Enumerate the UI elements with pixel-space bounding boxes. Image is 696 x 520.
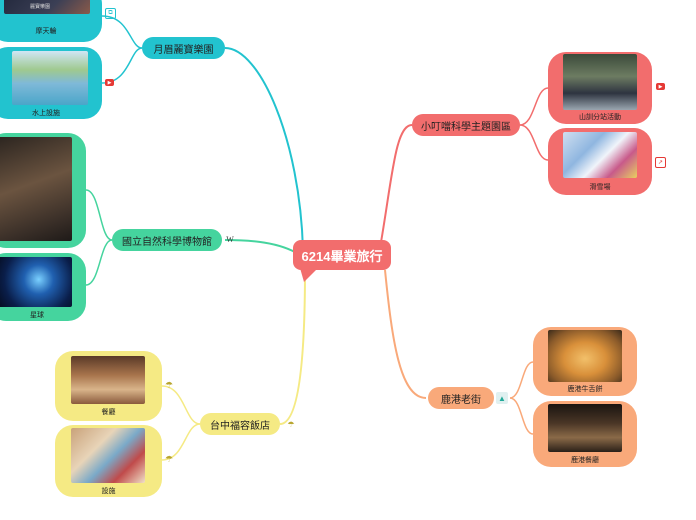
card-ski-slope[interactable]: 滑雪場 xyxy=(548,128,652,195)
card-caption: 水上設施 xyxy=(32,110,60,117)
planet-image xyxy=(0,257,72,307)
facilities-image xyxy=(71,428,145,483)
card-caption: 星球 xyxy=(30,312,44,319)
topic-yuemei[interactable]: 月眉麗寶樂園 xyxy=(142,37,225,59)
restaurant-image xyxy=(71,356,145,404)
card-caption: 滑雪場 xyxy=(589,184,611,191)
wikipedia-icon[interactable]: W xyxy=(226,234,234,244)
card-caption: 鹿港牛舌餅 xyxy=(567,386,603,393)
card-dinosaur[interactable] xyxy=(0,133,86,248)
sign-text: 麗寶樂園 xyxy=(30,4,51,10)
card-water-park[interactable]: 水上設施 xyxy=(0,47,102,119)
card-ox-tongue-pastry[interactable]: 鹿港牛舌餅 xyxy=(533,327,637,396)
parasol-icon: ☂ xyxy=(287,419,295,429)
ski-slope-image xyxy=(563,132,637,178)
topic-museum[interactable]: 國立自然科學博物館 xyxy=(112,229,222,251)
card-planet[interactable]: 星球 xyxy=(0,253,86,321)
parasol-icon: ☂ xyxy=(164,379,174,390)
topic-xiaoding[interactable]: 小叮噹科學主題園區 xyxy=(412,114,520,136)
youtube-icon[interactable]: ▶ xyxy=(105,79,114,86)
card-caption: 餐廳 xyxy=(101,409,116,416)
card-caption: 鹿港餐廳 xyxy=(571,457,599,464)
youtube-icon[interactable]: ▶ xyxy=(656,83,665,90)
ox-tongue-pastry-image xyxy=(548,330,622,382)
mountain-activity-image xyxy=(563,54,637,110)
ferris-wheel-image: 麗寶樂園 xyxy=(4,0,90,14)
card-mountain-activity[interactable]: 山訓分站活動 xyxy=(548,52,652,124)
dinosaur-image xyxy=(0,137,72,241)
central-topic[interactable]: 6214畢業旅行 xyxy=(293,240,391,270)
copy-icon[interactable]: ⧉ xyxy=(105,8,116,19)
card-caption: 摩天輪 xyxy=(35,28,57,35)
topic-hotel[interactable]: 台中福容飯店 xyxy=(200,413,280,435)
card-caption: 山訓分站活動 xyxy=(579,114,621,121)
card-facilities[interactable]: 設施 xyxy=(55,425,162,497)
card-ferris-wheel[interactable]: 麗寶樂園 摩天輪 xyxy=(0,0,102,42)
card-restaurant[interactable]: 餐廳 xyxy=(55,351,162,421)
landmark-icon: ▲ xyxy=(496,392,508,404)
card-caption: 設施 xyxy=(101,488,116,495)
parasol-icon: ☂ xyxy=(164,453,174,464)
water-park-image xyxy=(12,51,88,105)
topic-lukang[interactable]: 鹿港老街 xyxy=(428,387,494,409)
external-link-icon[interactable]: ↗ xyxy=(655,157,666,168)
lukang-restaurant-image xyxy=(548,404,622,452)
card-lukang-restaurant[interactable]: 鹿港餐廳 xyxy=(533,401,637,467)
